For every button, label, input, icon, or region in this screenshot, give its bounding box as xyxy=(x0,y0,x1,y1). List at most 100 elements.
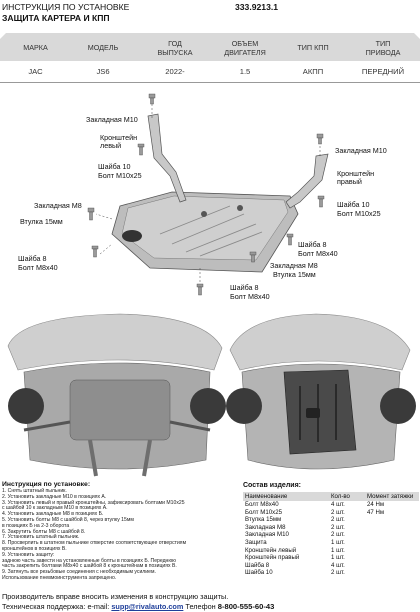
fastener-m8-bottom xyxy=(196,283,204,296)
spec-bottom-rule xyxy=(0,82,420,83)
spec-value-gearbox: АКПП xyxy=(302,67,324,76)
footer-support: Техническая поддержка: e-mail: supp@riva… xyxy=(2,602,418,611)
fastener-m10-left xyxy=(137,143,145,156)
kit-item-qty: 2 шт. xyxy=(331,531,345,539)
spec-value-make: JAC xyxy=(28,67,43,76)
skid-plate-ribs xyxy=(159,205,263,257)
kit-item-name: Болт M10x25 xyxy=(245,508,282,516)
instruction-step: 3. Установить левый и правый кронштейны,… xyxy=(2,499,185,506)
table-row: Шайба 10 2 шт. xyxy=(243,569,419,577)
kit-item-name: Защита xyxy=(245,538,267,546)
label-washer8-right: Шайба 8 xyxy=(298,240,327,249)
label-bolt-m8-right: Болт M8x40 xyxy=(298,249,338,258)
instruction-step: часть закрепить болтами M8x40 с шайбой 8… xyxy=(2,563,177,570)
label-bracket-left-line1: Кронштейн xyxy=(100,133,138,142)
underbody-view-before xyxy=(7,313,226,477)
wheel-right-right-view xyxy=(380,388,416,424)
instruction-step: 9. Затянуть все резьбовые соединения с н… xyxy=(2,569,156,576)
label-bolt-m8-left: Болт M8x40 xyxy=(18,263,58,272)
bumper-left-view xyxy=(7,313,223,371)
spec-col-model: МОДЕЛЬ xyxy=(68,43,138,53)
instructions-list: 1. Снять штатный пыльник. 2. Установить … xyxy=(2,488,234,582)
skid-plate-vent xyxy=(122,230,142,242)
fastener-m10-left-top xyxy=(148,93,156,105)
instruction-step: 6. Закрутить болты M8 с шайбой 8. xyxy=(2,528,86,535)
kit-col-torque: Момент затяжки xyxy=(365,492,419,501)
label-washer8-bottom: Шайба 8 xyxy=(230,283,259,292)
kit-item-name: Кронштейн левый xyxy=(245,546,297,554)
label-nut-m10-right: Закладная M10 xyxy=(335,146,387,155)
instruction-step: заднюю часть завести на установленные бо… xyxy=(2,557,177,564)
instructions-title: Инструкция по установке: xyxy=(2,481,91,488)
fastener-m8-left-low xyxy=(91,245,99,258)
kit-item-qty: 2 шт. xyxy=(331,569,345,577)
label-nut-m8-center: Закладная M8 xyxy=(270,261,318,270)
fastener-m8-center xyxy=(249,251,257,263)
bracket-left xyxy=(147,113,187,203)
vehicle-spec-table: МАРКА МОДЕЛЬ ГОД ВЫПУСКА ОБЪЕМ ДВИГАТЕЛЯ… xyxy=(0,33,420,83)
label-nut-m10-left: Закладная M10 xyxy=(86,115,138,124)
kit-item-torque xyxy=(365,569,419,577)
document-footer: Производитель вправе вносить изменения в… xyxy=(2,592,418,611)
wheel-right-left-view xyxy=(190,388,226,424)
footer-notice: Производитель вправе вносить изменения в… xyxy=(2,592,229,601)
wheel-left-left-view xyxy=(8,388,44,424)
label-washer10-right: Шайба 10 xyxy=(337,200,370,209)
support-email-link[interactable]: supp@rivalauto.com xyxy=(111,602,184,611)
support-label: Техническая поддержка: xyxy=(2,602,86,611)
kit-item-qty: 1 шт. xyxy=(331,538,345,546)
instruction-step: 9. Установить защиту: xyxy=(2,551,55,558)
kit-item-name: Шайба 10 xyxy=(245,569,273,577)
label-washer8-left: Шайба 8 xyxy=(18,254,47,263)
spec-col-engine-line1: ОБЪЕМ xyxy=(231,39,259,48)
phone-label: Телефон xyxy=(185,602,216,611)
label-bracket-right-line1: Кронштейн xyxy=(337,169,375,178)
spec-header-band xyxy=(0,33,420,61)
spec-col-year: ГОД ВЫПУСКА xyxy=(143,39,207,57)
skid-plate-hole xyxy=(201,211,207,217)
bumper-right-view xyxy=(229,313,411,371)
spec-value-model: JS6 xyxy=(96,67,110,76)
spec-col-make: МАРКА xyxy=(8,43,63,53)
label-sleeve-left: Втулка 15мм xyxy=(20,217,63,226)
kit-item-name: Болт M8x40 xyxy=(245,501,279,508)
spec-col-engine: ОБЪЕМ ДВИГАТЕЛЯ xyxy=(212,39,278,57)
label-bracket-left: Кронштейн левый xyxy=(100,133,138,151)
instruction-step: кронштейнов в позициях В. xyxy=(2,545,67,552)
spec-value-engine: 1.5 xyxy=(239,67,251,76)
instruction-step: 8. Просверлить в штатном пыльнике отверс… xyxy=(2,540,187,547)
fastener-m10-right xyxy=(317,195,325,208)
kit-item-name: Закладная M8 xyxy=(245,523,286,531)
underbody-view-after xyxy=(226,313,416,470)
spec-col-engine-line2: ДВИГАТЕЛЯ xyxy=(224,47,266,57)
suspension-arm-left xyxy=(23,420,211,432)
doc-type-title: ИНСТРУКЦИЯ ПО УСТАНОВКЕ xyxy=(2,2,130,12)
label-bracket-right: Кронштейн правый xyxy=(337,169,375,187)
kit-item-torque xyxy=(365,516,419,524)
email-label: e-mail: xyxy=(87,602,110,611)
kit-item-torque: 47 Нм xyxy=(367,508,385,516)
fastener-m10-right-top xyxy=(316,133,324,145)
kit-item-name: Шайба 8 xyxy=(245,561,270,569)
spec-col-model-label: МОДЕЛЬ xyxy=(87,43,119,52)
table-row: Защита 1 шт. xyxy=(243,539,419,547)
kit-item-torque xyxy=(365,562,419,570)
kit-item-name: Кронштейн правый xyxy=(245,554,300,562)
support-phone: 8-800-555-60-43 xyxy=(217,602,275,611)
instruction-step: 4. Установить закладные M8 в позициях Б. xyxy=(2,511,104,518)
spec-col-gearbox-label: ТИП КПП xyxy=(297,43,329,52)
part-number: 333.9213.1 xyxy=(235,2,279,12)
spec-value-year: 2022- xyxy=(165,67,185,76)
spec-col-year-line1: ГОД xyxy=(168,39,182,48)
label-nut-m8-left: Закладная M8 xyxy=(34,201,82,210)
spec-col-make-label: МАРКА xyxy=(23,43,48,52)
label-bracket-left-line2: левый xyxy=(100,141,122,151)
spec-col-drive-line1: ТИП xyxy=(375,39,391,48)
spec-col-drive: ТИП ПРИВОДА xyxy=(348,39,418,57)
